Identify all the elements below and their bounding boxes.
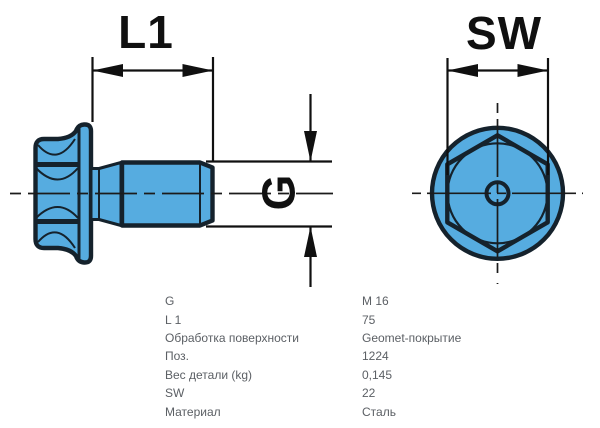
- l1-label: L1: [118, 6, 174, 58]
- l1-arrow-left: [92, 64, 123, 77]
- spec-row-l1: L 1 75: [0, 310, 600, 328]
- sw-arrow-right: [517, 64, 548, 77]
- spec-value: Geomet-покрытие: [362, 330, 462, 345]
- spec-row-g: G M 16: [0, 292, 600, 310]
- spec-row-weight: Вес детали (kg) 0,145: [0, 366, 600, 384]
- g-arrow-down: [304, 131, 317, 162]
- facet-arc-top: [37, 138, 76, 156]
- spec-label: Вес детали (kg): [165, 367, 253, 382]
- spec-row-sw: SW 22: [0, 384, 600, 402]
- technical-drawing: L1 G SW: [10, 6, 583, 287]
- sw-label: SW: [466, 7, 542, 59]
- g-arrow-up: [304, 226, 317, 257]
- facet-arc-mid-upper: [35, 167, 79, 181]
- spec-value: 22: [362, 386, 376, 401]
- bolt-side-view: [10, 122, 333, 265]
- spec-label: Поз.: [165, 349, 189, 364]
- sw-arrow-left: [447, 64, 478, 77]
- dimension-sw: SW: [446, 7, 550, 175]
- bolt-front-view: [412, 103, 583, 284]
- spec-label: L 1: [165, 312, 182, 327]
- spec-label: Материал: [165, 404, 221, 419]
- spec-row-pos: Поз. 1224: [0, 347, 600, 365]
- spec-table: G M 16 L 1 75 Обработка поверхности Geom…: [0, 292, 600, 421]
- spec-value: M 16: [362, 294, 389, 309]
- dimension-l1: L1: [91, 6, 215, 161]
- spec-label: Обработка поверхности: [165, 330, 299, 345]
- spec-value: 0,145: [362, 367, 393, 382]
- g-label: G: [253, 174, 305, 211]
- spec-label: G: [165, 294, 175, 309]
- facet-arc-mid-lower: [35, 206, 79, 219]
- spec-value: 75: [362, 312, 376, 327]
- spec-label: SW: [165, 386, 185, 401]
- dimension-g: G: [206, 94, 332, 287]
- spec-value: Сталь: [362, 404, 396, 419]
- facet-arc-bottom: [37, 231, 76, 249]
- l1-arrow-right: [182, 64, 213, 77]
- spec-value: 1224: [362, 349, 389, 364]
- dimensions: L1 G SW: [91, 6, 550, 287]
- spec-row-surface: Обработка поверхности Geomet-покрытие: [0, 329, 600, 347]
- spec-row-material: Материал Сталь: [0, 402, 600, 420]
